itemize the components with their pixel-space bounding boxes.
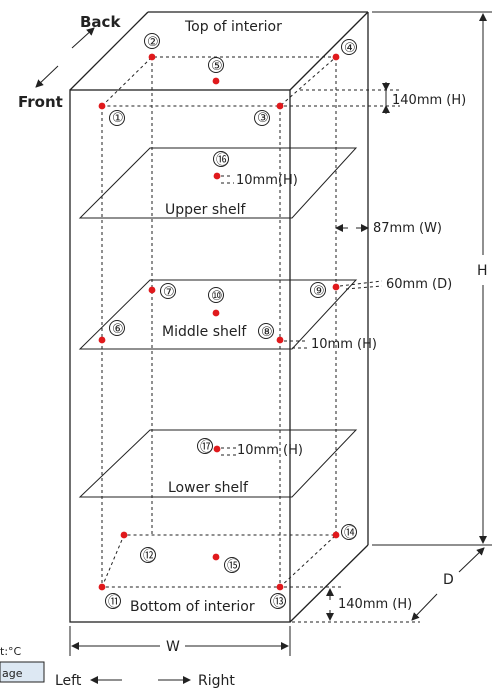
middle-shelf-plane [78,279,358,350]
cabinet-edge-top-right [289,11,369,91]
d-label: D [443,572,454,588]
middle-shelf-label: Middle shelf [162,324,247,340]
dimension-w: W [69,626,291,656]
dimension-d: D [411,547,485,621]
point-7: ⑦ [148,283,176,300]
upper-shelf-label: Upper shelf [165,202,247,218]
right-label: Right [198,673,235,689]
dimension-middle-10mm: 10mm (H) [284,337,377,352]
dimension-bottom-140mm: 140mm (H) [284,586,420,623]
point-2: ② [144,33,160,61]
svg-text:⑬: ⑬ [273,595,286,610]
unit-partial-text: t:°C [0,645,22,658]
w-label: W [166,639,180,655]
svg-text:10mm (H): 10mm (H) [237,443,303,458]
point-4: ④ [332,39,357,61]
bottom-of-interior-label: Bottom of interior [130,599,255,615]
top-of-interior-label: Top of interior [184,19,282,35]
measurement-points: ① ② ③ ④ ⑤ ⑥ ⑦ [98,33,357,610]
svg-text:140mm (H): 140mm (H) [338,597,412,612]
svg-text:④: ④ [344,41,356,56]
back-label: Back [80,13,121,31]
svg-text:⑤: ⑤ [211,59,223,74]
average-partial-text: age [2,667,23,680]
left-right-indicator: Left Right [55,673,235,689]
svg-text:⑫: ⑫ [143,549,156,564]
svg-text:⑧: ⑧ [261,325,273,340]
point-3: ③ [254,102,284,126]
point-11: ⑪ [98,583,121,610]
svg-text:10mm (H): 10mm (H) [311,337,377,352]
svg-text:87mm (W): 87mm (W) [373,221,442,236]
measurement-box [101,56,338,588]
dimension-lower-10mm: 10mm (H) [221,443,303,458]
point-6: ⑥ [98,320,125,344]
cabinet-front-face [69,89,291,623]
left-label: Left [55,673,82,689]
svg-text:⑦: ⑦ [163,285,175,300]
point-16: ⑯ [213,151,229,180]
cropped-table-fragment: t:°C age [0,645,45,683]
front-label: Front [18,93,63,111]
svg-text:⑪: ⑪ [108,595,121,610]
cabinet-outline [69,11,369,623]
cabinet-edge-top-left [69,11,149,91]
point-14: ⑭ [332,524,357,541]
upper-shelf-plane [78,147,358,219]
point-9: ⑨ [310,282,340,299]
svg-text:60mm (D): 60mm (D) [386,277,452,292]
svg-text:⑭: ⑭ [344,526,357,541]
h-label: H [477,263,488,279]
svg-text:⑩: ⑩ [211,289,223,304]
point-10: ⑩ [208,287,224,317]
point-13: ⑬ [270,583,286,610]
lower-shelf-plane [78,429,358,498]
front-arrow [35,65,59,88]
measurement-box-front [101,57,337,587]
point-8: ⑧ [258,323,284,344]
svg-text:⑰: ⑰ [200,440,213,455]
svg-text:①: ① [112,111,124,126]
point-17: ⑰ [197,438,221,455]
svg-text:③: ③ [257,111,269,126]
svg-text:140mm (H): 140mm (H) [392,93,466,108]
svg-text:10mm(H): 10mm(H) [236,173,298,188]
point-12: ⑫ [120,531,156,564]
point-15: ⑮ [212,553,240,574]
point-5: ⑤ [208,57,224,85]
svg-text:⑥: ⑥ [112,322,124,337]
lower-shelf-label: Lower shelf [168,480,249,496]
svg-text:⑯: ⑯ [216,153,229,168]
svg-text:⑨: ⑨ [313,284,325,299]
cabinet-edge-bottom-right [289,544,369,623]
svg-text:⑮: ⑮ [227,559,240,574]
dimension-top-140mm: 140mm (H) [284,82,466,114]
svg-text:②: ② [147,35,159,50]
dimension-h: H [372,11,492,546]
average-cell [0,661,45,683]
dimension-upper-10mm: 10mm(H) [221,173,298,188]
point-1: ① [98,102,125,126]
bottom-plane-outline [101,534,338,588]
dimension-depth-60mm: 60mm (D) [339,277,452,292]
dimension-side-87mm: 87mm (W) [335,221,442,236]
back-arrow [71,27,95,49]
